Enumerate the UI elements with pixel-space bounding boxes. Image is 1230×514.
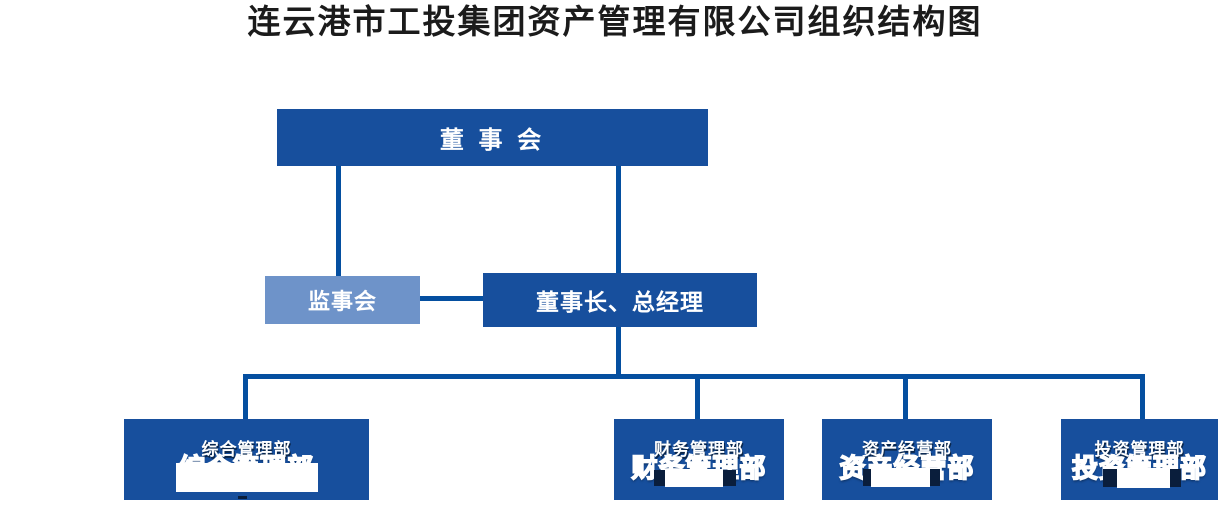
connector-branch-horizontal	[243, 374, 1145, 379]
dept-box-finance: 财务管理部 财务管理部	[614, 419, 784, 500]
render-glitch-stub	[1103, 469, 1118, 487]
connector-drop-general-admin	[243, 374, 248, 419]
dept-label-small: 综合管理部	[201, 440, 292, 459]
dept-label-small: 资产经营部	[862, 440, 952, 459]
connector-chairman-to-branch	[616, 327, 621, 374]
render-glitch-stub	[863, 469, 872, 486]
render-glitch-stub	[723, 470, 736, 486]
render-glitch-stub	[654, 470, 665, 486]
render-glitch-patch	[665, 469, 723, 487]
node-chairman-label: 董事长、总经理	[536, 289, 704, 315]
node-supervisory-board: 监事会	[265, 276, 420, 324]
render-glitch-stub	[1170, 469, 1181, 487]
render-glitch-patch	[1117, 468, 1170, 488]
node-board-label: 董 事 会	[439, 127, 546, 154]
connector-drop-investment	[1140, 374, 1145, 419]
dept-label-small: 财务管理部	[654, 440, 744, 459]
render-glitch-stub	[930, 469, 940, 486]
node-supervisory-label: 监事会	[307, 289, 377, 314]
connector-board-to-chairman	[616, 166, 621, 273]
render-glitch-patch	[176, 463, 318, 492]
connector-drop-asset-operations	[903, 374, 908, 419]
dept-label-small: 投资管理部	[1094, 440, 1185, 459]
dept-box-general-admin: 综合管理部 综合管理部	[124, 419, 369, 500]
connector-board-to-supervisory	[336, 166, 341, 276]
render-glitch-patch	[871, 468, 930, 487]
connector-supervisory-to-chairman	[420, 296, 483, 301]
node-board-of-directors: 董 事 会	[277, 109, 708, 166]
render-glitch-tick	[238, 496, 247, 499]
connector-drop-finance	[695, 374, 700, 419]
dept-box-investment: 投资管理部 投资管理部	[1061, 419, 1218, 500]
node-chairman-general-manager: 董事长、总经理	[483, 273, 757, 327]
page-title: 连云港市工投集团资产管理有限公司组织结构图	[247, 3, 983, 40]
dept-box-asset-operations: 资产经营部 资产经营部	[822, 419, 992, 500]
